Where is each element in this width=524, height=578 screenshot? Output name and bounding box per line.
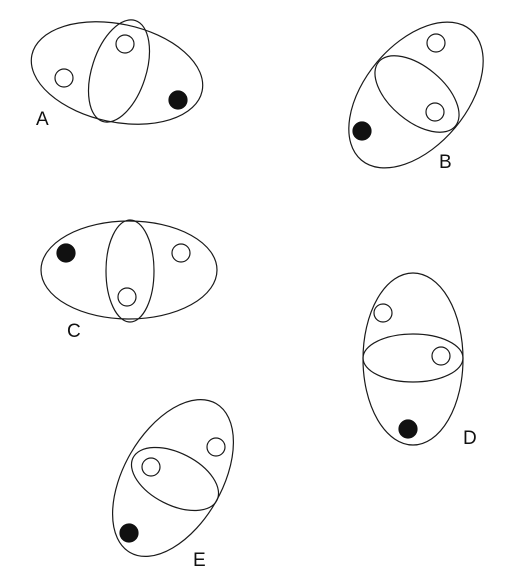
filled-circle — [352, 121, 372, 141]
figure-b: B — [348, 21, 484, 173]
inner-ellipse — [105, 219, 155, 323]
filled-circle — [119, 523, 139, 543]
figure-label: C — [67, 321, 81, 342]
filled-circle — [168, 90, 188, 110]
figure-label: B — [439, 152, 452, 173]
inner-ellipse — [130, 446, 220, 512]
empty-circle — [117, 287, 137, 307]
figure-label: A — [36, 109, 49, 130]
empty-circle — [141, 457, 161, 477]
filled-circle — [56, 243, 76, 263]
empty-circle — [54, 68, 74, 88]
empty-circle — [373, 303, 393, 323]
empty-circle — [206, 437, 226, 457]
empty-circle — [426, 33, 446, 53]
outer-ellipse — [111, 398, 235, 558]
inner-ellipse — [374, 55, 460, 133]
filled-circle — [398, 419, 418, 439]
figure-d: D — [362, 272, 477, 449]
outer-ellipse — [40, 220, 218, 320]
empty-circle — [171, 243, 191, 263]
empty-circle — [431, 346, 451, 366]
inner-ellipse — [87, 19, 151, 123]
empty-circle — [115, 34, 135, 54]
figure-a: A — [30, 19, 204, 130]
empty-circle — [425, 102, 445, 122]
figure-label: E — [193, 550, 206, 571]
outer-ellipse — [348, 21, 484, 169]
figure-e: E — [111, 398, 235, 571]
figure-label: D — [463, 428, 477, 449]
figure-c: C — [40, 219, 218, 342]
inner-ellipse — [362, 333, 464, 383]
outer-ellipse — [30, 21, 204, 125]
